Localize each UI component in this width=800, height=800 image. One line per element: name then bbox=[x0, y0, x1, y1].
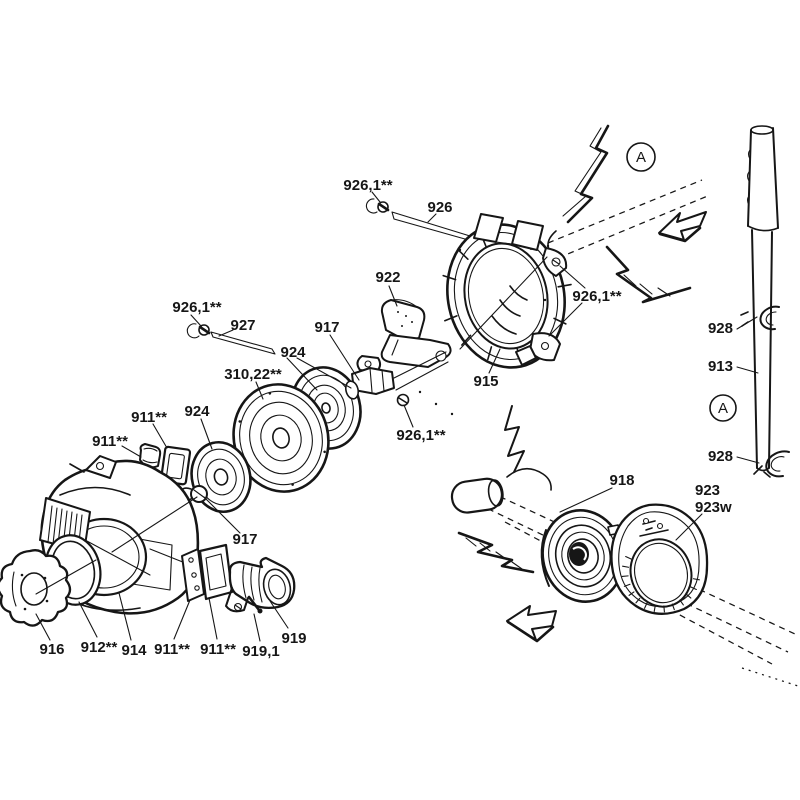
tube-913-group bbox=[740, 125, 790, 478]
label-912: 912** bbox=[81, 639, 118, 656]
label-911-left: 911** bbox=[92, 433, 128, 450]
bracket-922-group bbox=[356, 299, 452, 373]
ring-915-group bbox=[442, 213, 572, 369]
label-928-lower: 928 bbox=[708, 448, 733, 465]
label-927: 927 bbox=[230, 317, 255, 334]
leader-lines bbox=[35, 265, 760, 642]
label-924-upper: 924 bbox=[280, 344, 306, 361]
label-923w: 923w bbox=[695, 499, 732, 516]
clips-911-group bbox=[139, 443, 192, 486]
direction-arrow-top bbox=[658, 211, 707, 243]
plates-motor-group bbox=[181, 543, 296, 614]
label-914: 914 bbox=[121, 642, 147, 659]
label-919-1: 919,1 bbox=[242, 643, 280, 660]
pin-926-group bbox=[365, 191, 473, 242]
label-926-1-left: 926,1** bbox=[172, 299, 221, 316]
torn-section-top bbox=[546, 124, 692, 304]
cover-plate-923-group bbox=[610, 503, 709, 615]
label-915: 915 bbox=[473, 373, 498, 390]
label-926: 926 bbox=[427, 199, 452, 216]
label-917-upper: 917 bbox=[314, 319, 339, 336]
label-922: 922 bbox=[375, 269, 400, 286]
view-marker-a-right-label: A bbox=[718, 400, 728, 417]
label-917-lower: 917 bbox=[232, 531, 257, 548]
label-918: 918 bbox=[609, 472, 634, 489]
pin-919-1 bbox=[247, 595, 263, 614]
knob-916-group bbox=[0, 496, 198, 627]
cut-tube-group bbox=[450, 477, 504, 514]
rod-927-group bbox=[186, 323, 276, 355]
direction-arrow-bottom bbox=[506, 605, 557, 643]
label-911-b: 911** bbox=[200, 641, 236, 658]
part-labels: 926,1** 926 928 913 928 926,1** 922 915 … bbox=[39, 177, 733, 660]
label-911-a: 911** bbox=[154, 641, 190, 658]
view-marker-a-right: A bbox=[709, 394, 737, 422]
plate-lettering-marks bbox=[621, 555, 700, 613]
label-926-1-mid: 926,1** bbox=[396, 427, 445, 444]
label-924-mid: 924 bbox=[184, 403, 210, 420]
label-310-22: 310,22** bbox=[224, 366, 282, 383]
torn-section-bottom bbox=[457, 405, 552, 574]
label-928-upper: 928 bbox=[708, 320, 733, 337]
motor-919 bbox=[225, 556, 296, 613]
pulley-310-22 bbox=[232, 383, 330, 493]
label-911-upper: 911** bbox=[131, 409, 167, 426]
view-marker-a-top-label: A bbox=[636, 149, 646, 166]
pulley-discs-group bbox=[179, 366, 362, 513]
label-913: 913 bbox=[708, 358, 733, 375]
label-926-1-top: 926,1** bbox=[343, 177, 392, 194]
label-919: 919 bbox=[281, 630, 306, 647]
view-marker-a-top: A bbox=[626, 142, 656, 172]
label-923: 923 bbox=[695, 482, 720, 499]
label-916: 916 bbox=[39, 641, 64, 658]
label-926-1-ring: 926,1** bbox=[572, 288, 621, 305]
